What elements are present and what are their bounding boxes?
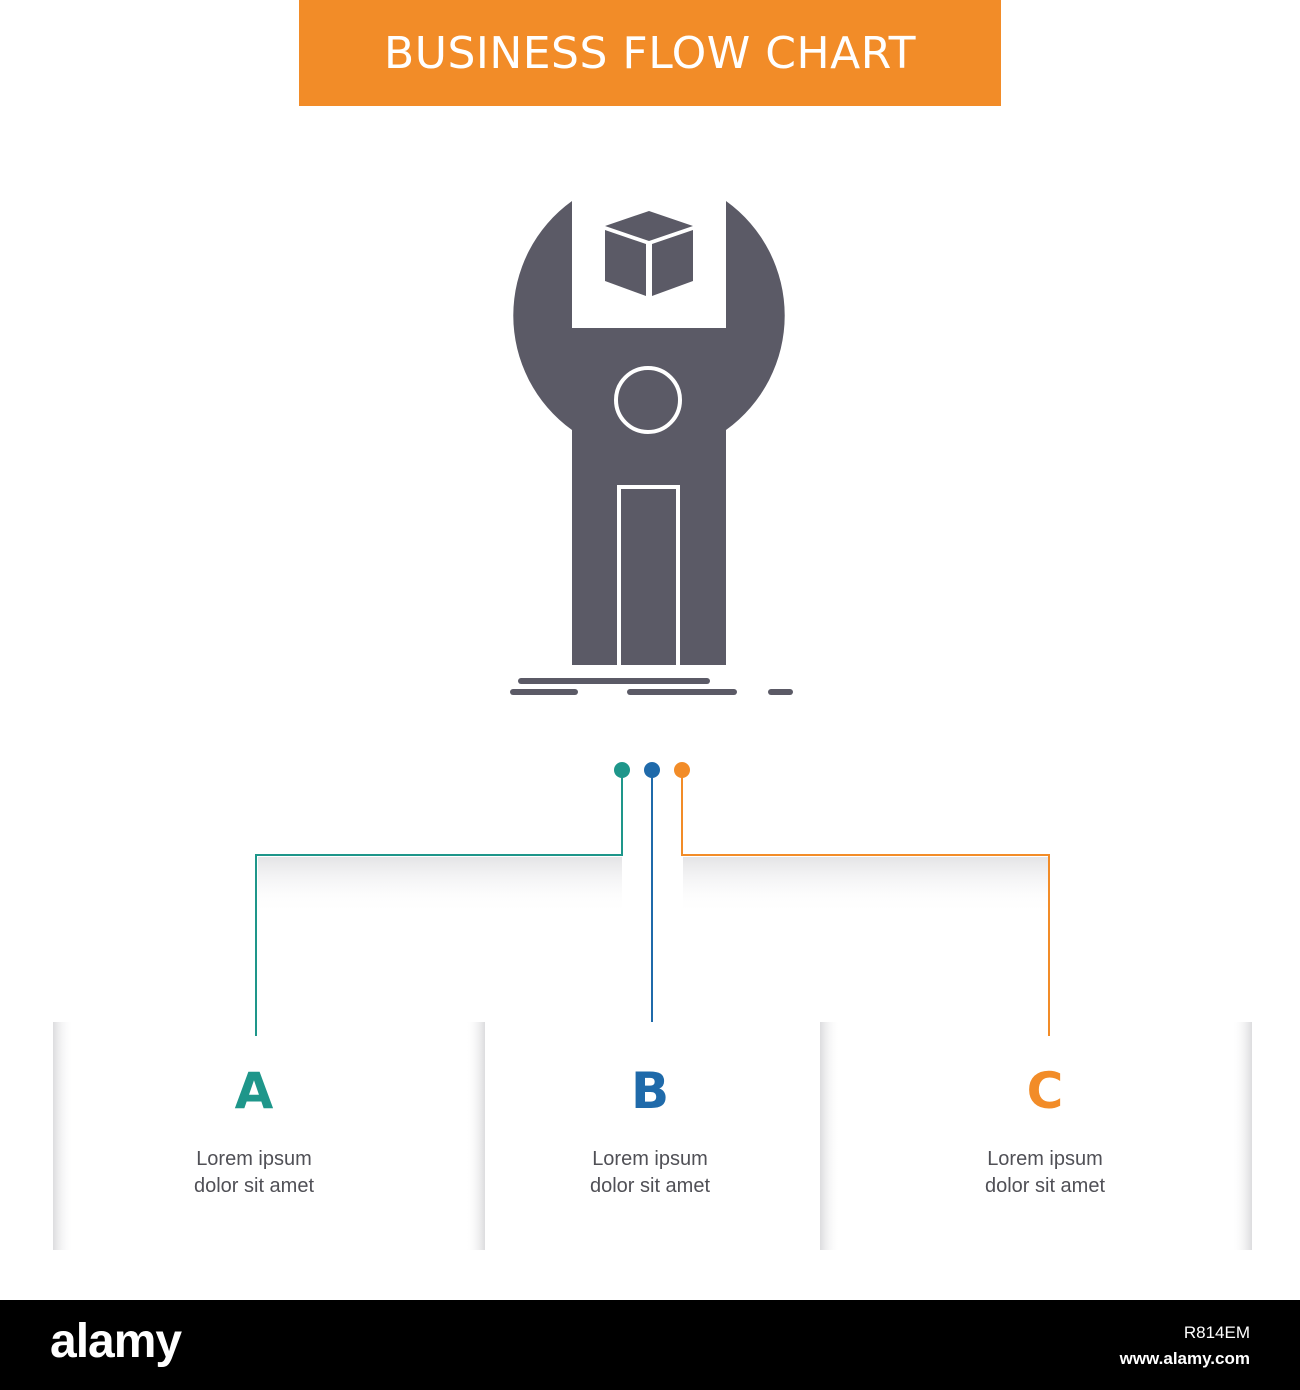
connector-c xyxy=(674,762,1050,1036)
step-a-line2: dolor sit amet xyxy=(193,1175,315,1197)
chart-title: BUSINESS FLOW CHART xyxy=(384,27,916,79)
step-c-line1: Lorem ipsum xyxy=(987,1148,1103,1170)
footer-logo: alamy xyxy=(50,1315,182,1368)
flow-diagram xyxy=(53,201,1252,1250)
footer-url: www.alamy.com xyxy=(1119,1349,1250,1368)
cube-top xyxy=(605,211,693,241)
step-b-description: Lorem ipsum dolor sit amet xyxy=(450,1146,850,1200)
box-shading xyxy=(53,1022,1252,1250)
bolt-hole-icon xyxy=(614,366,682,434)
cube-right xyxy=(652,230,693,296)
step-b-letter: B xyxy=(630,1062,670,1120)
step-c-description: Lorem ipsum dolor sit amet xyxy=(845,1146,1245,1200)
title-banner: BUSINESS FLOW CHART xyxy=(299,0,1001,106)
step-c-line2: dolor sit amet xyxy=(984,1175,1106,1197)
connector-a xyxy=(255,762,630,1036)
sdk-wrench-cube-icon xyxy=(510,201,793,695)
footer-bar: alamy R814EM www.alamy.com xyxy=(0,1300,1300,1390)
step-a-letter: A xyxy=(234,1062,274,1120)
step-c-box: C Lorem ipsum dolor sit amet xyxy=(845,1022,1245,1250)
connector-b xyxy=(644,762,660,1022)
step-a-description: Lorem ipsum dolor sit amet xyxy=(53,1146,455,1200)
footer-image-id: R814EM xyxy=(1183,1323,1250,1342)
step-b-line1: Lorem ipsum xyxy=(592,1148,708,1170)
cube-left xyxy=(605,230,646,296)
handle-slot xyxy=(617,485,680,671)
step-b-box: B Lorem ipsum dolor sit amet xyxy=(450,1022,850,1250)
step-b-line2: dolor sit amet xyxy=(589,1175,711,1197)
step-a-box: A Lorem ipsum dolor sit amet xyxy=(53,1022,455,1250)
step-a-line1: Lorem ipsum xyxy=(196,1148,312,1170)
step-c-letter: C xyxy=(1026,1062,1064,1120)
footer-meta: R814EM www.alamy.com xyxy=(1120,1320,1250,1372)
